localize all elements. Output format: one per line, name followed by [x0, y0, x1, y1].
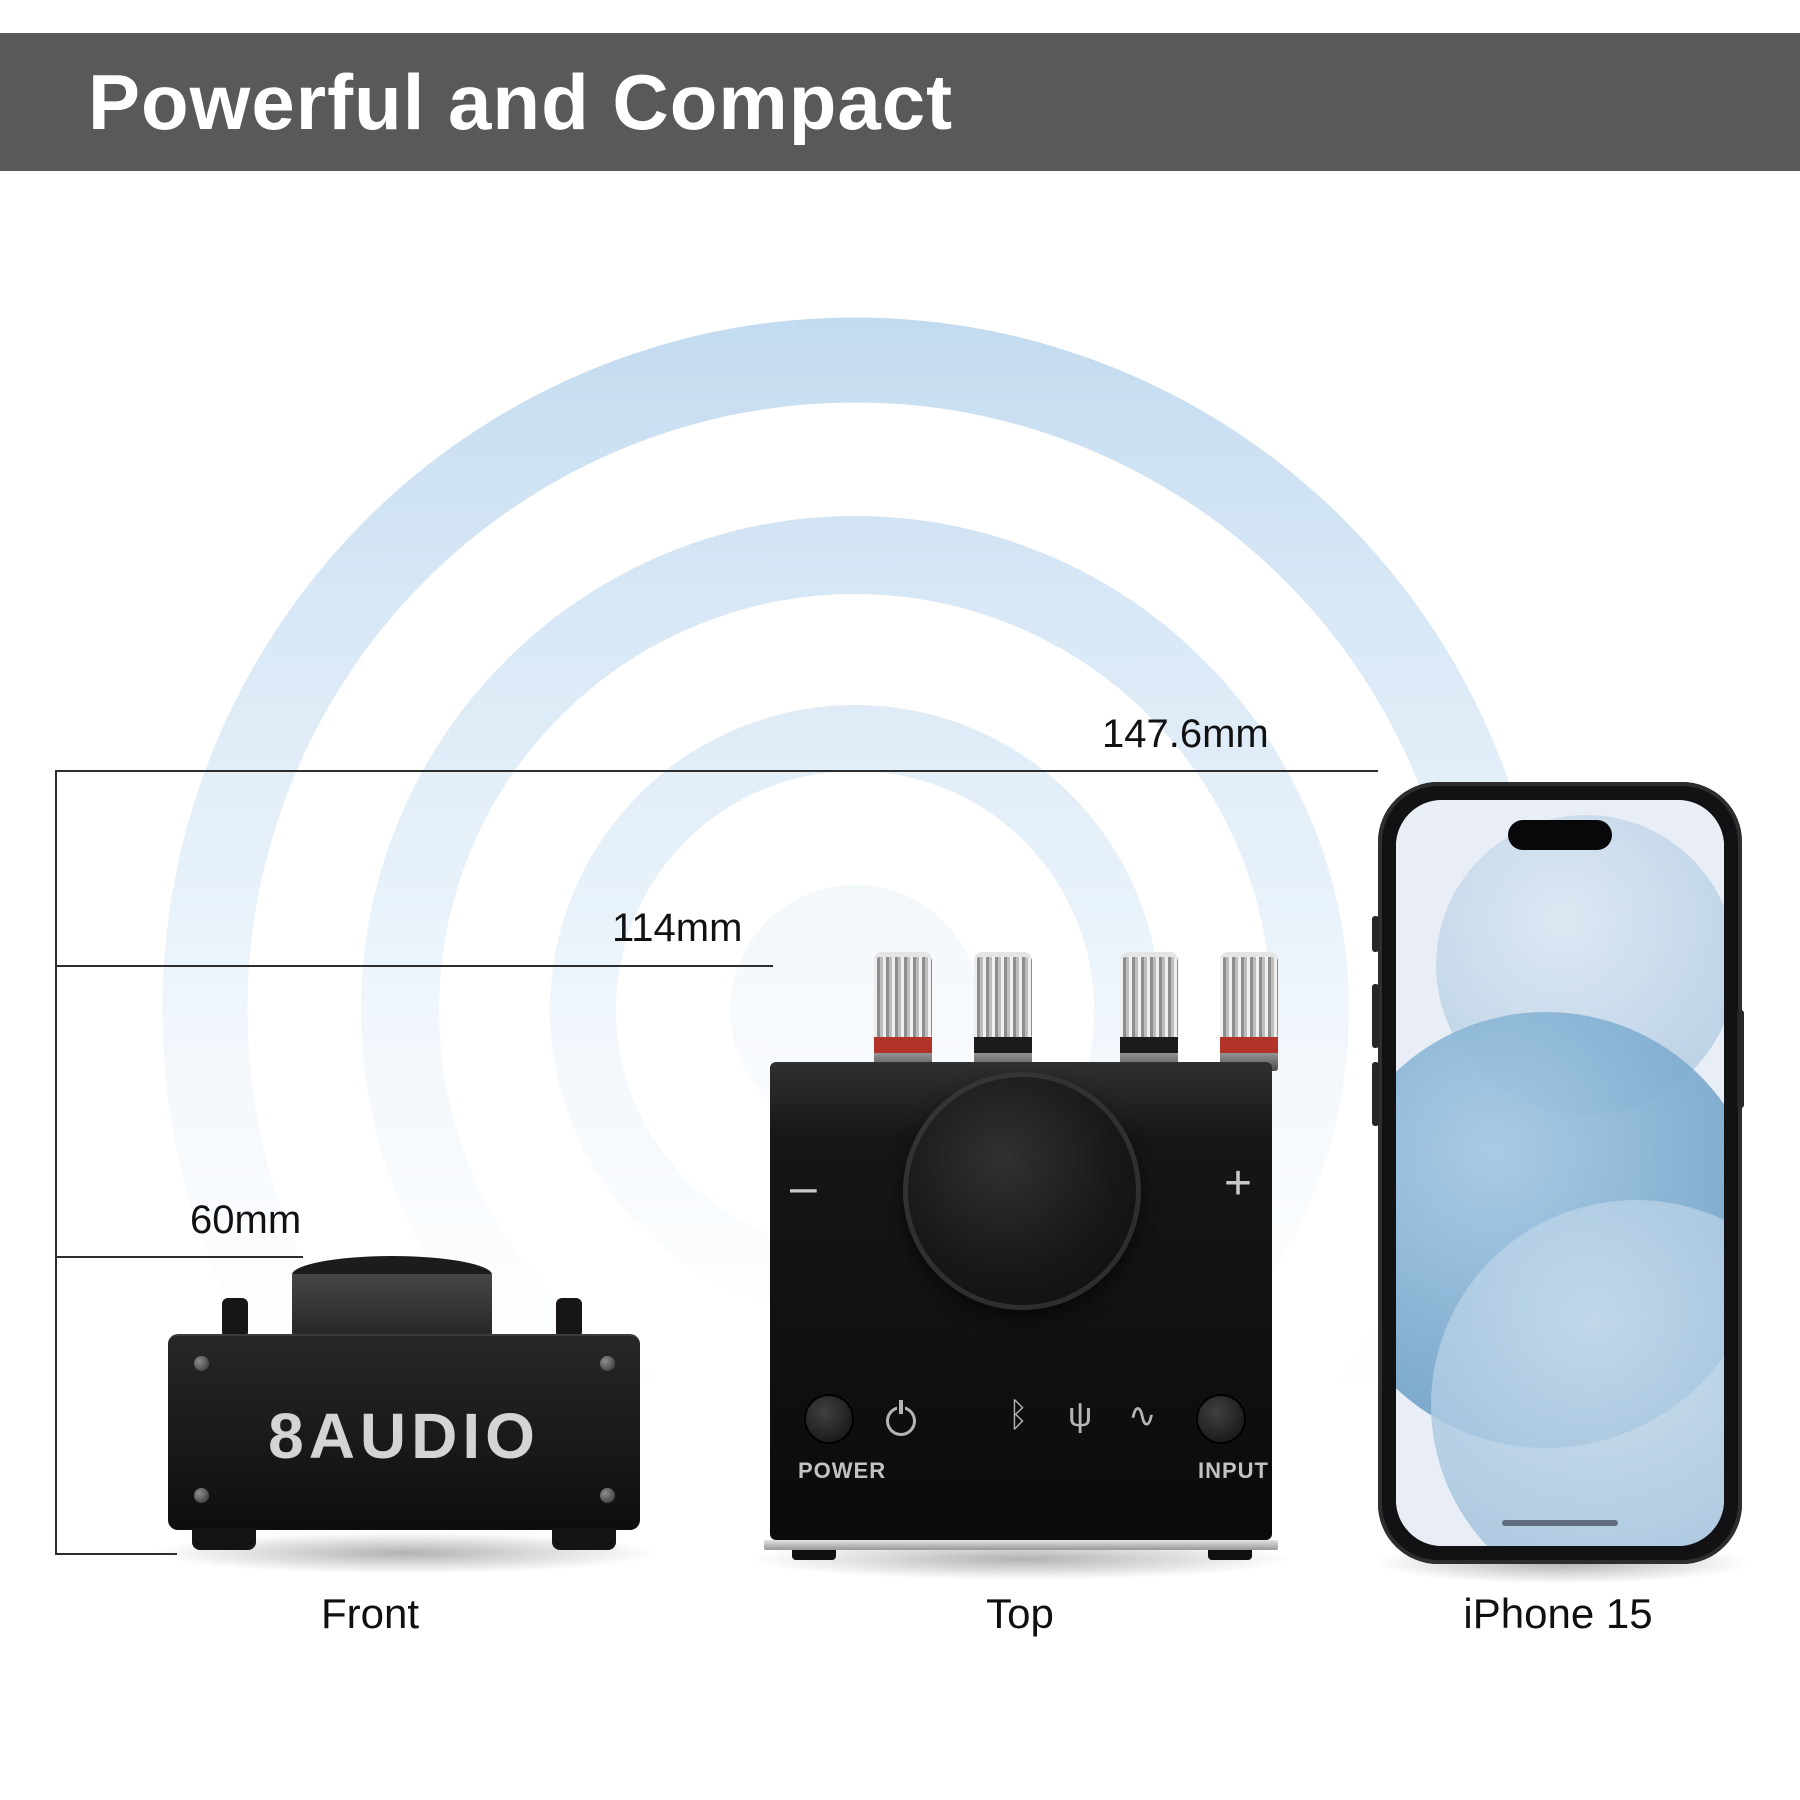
header-banner: Powerful and Compact	[0, 33, 1800, 171]
binding-post-band-red	[1220, 1037, 1278, 1053]
aux-signal-icon: ∿	[1128, 1397, 1157, 1435]
binding-post-black	[1120, 952, 1178, 1071]
dimension-line-vertical	[55, 770, 57, 1555]
dimension-line-iphone	[55, 770, 1378, 772]
dimension-label-iphone: 147.6mm	[1102, 712, 1269, 756]
iphone-volume-up-button	[1372, 984, 1379, 1048]
power-icon	[886, 1400, 916, 1436]
binding-post-band-black	[1120, 1037, 1178, 1053]
caption-iphone: iPhone 15	[1463, 1590, 1653, 1637]
binding-post-band-red	[874, 1037, 932, 1053]
iphone-home-indicator	[1502, 1520, 1618, 1526]
input-button	[1198, 1396, 1244, 1442]
brand-logo: 8AUDIO	[268, 1400, 540, 1472]
caption-front: Front	[320, 1590, 420, 1637]
front-amp-left-post	[222, 1298, 248, 1338]
volume-minus-label: –	[790, 1161, 817, 1214]
screw-icon	[194, 1488, 209, 1503]
dimension-line-amp-front	[55, 1256, 303, 1258]
front-amp-body: 8AUDIO	[168, 1334, 640, 1530]
page-title: Powerful and Compact	[88, 57, 954, 146]
screw-icon	[600, 1356, 615, 1371]
binding-post-red	[874, 952, 932, 1071]
binding-post-knurl	[974, 952, 1032, 1037]
usb-icon: ψ	[1068, 1396, 1093, 1434]
power-button-label: POWER	[798, 1458, 887, 1483]
binding-post-knurl	[1220, 952, 1278, 1037]
binding-post-red	[1220, 952, 1278, 1071]
top-amp-chassis-strip	[764, 1540, 1278, 1550]
screw-icon	[600, 1488, 615, 1503]
dynamic-island	[1508, 820, 1612, 850]
top-amp-foot	[1208, 1550, 1252, 1560]
iphone-mute-switch	[1372, 916, 1379, 952]
top-amp-foot	[792, 1550, 836, 1560]
dimension-label-amp-top: 114mm	[612, 906, 743, 950]
front-amp-right-post	[556, 1298, 582, 1338]
front-amp-volume-knob-body	[292, 1274, 492, 1344]
binding-post-knurl	[1120, 952, 1178, 1037]
power-button	[806, 1396, 852, 1442]
dimension-line-amp-top	[55, 965, 773, 967]
dimension-label-amp-front: 60mm	[190, 1198, 302, 1242]
front-amp-foot	[192, 1528, 256, 1550]
input-button-label: INPUT	[1198, 1458, 1269, 1483]
binding-post-band-black	[974, 1037, 1032, 1053]
binding-post-black	[974, 952, 1032, 1071]
iphone-screen	[1396, 800, 1724, 1546]
volume-plus-label: +	[1224, 1157, 1253, 1210]
power-icon-stem	[899, 1400, 903, 1414]
bluetooth-icon: ᛒ	[1008, 1396, 1029, 1434]
iphone-volume-down-button	[1372, 1062, 1379, 1126]
top-amp-volume-knob	[903, 1072, 1141, 1310]
iphone-wallpaper-graphic	[1396, 800, 1724, 1546]
dimension-line-baseline	[55, 1553, 177, 1555]
iphone-side-button	[1737, 1010, 1744, 1108]
binding-post-knurl	[874, 952, 932, 1037]
screw-icon	[194, 1356, 209, 1371]
caption-top: Top	[986, 1590, 1054, 1637]
front-amp-foot	[552, 1528, 616, 1550]
